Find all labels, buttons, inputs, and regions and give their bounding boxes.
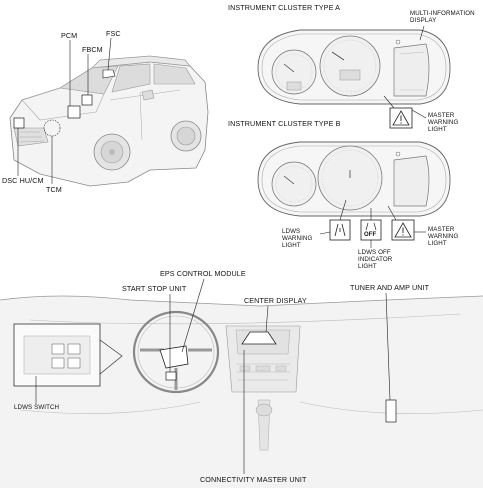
ldws-warning-line-3: LIGHT <box>282 242 301 250</box>
multi-info-line-2: DISPLAY <box>410 17 437 25</box>
label-eps-control-module: EPS CONTROL MODULE <box>160 269 246 278</box>
master-warning-b-line-3: LIGHT <box>428 240 447 248</box>
master-warning-a-line-1: MASTER <box>428 112 455 119</box>
fsc-box <box>102 69 116 79</box>
cluster-a-illustration <box>257 25 451 129</box>
label-master-warning-a: MASTER WARNING LIGHT <box>428 112 458 134</box>
vehicle-illustration <box>9 37 209 187</box>
cluster-b-illustration <box>257 141 451 248</box>
label-center-display: CENTER DISPLAY <box>244 296 307 305</box>
fbcm-box <box>81 94 93 106</box>
master-warning-b-line-2: WARNING <box>428 233 459 241</box>
label-connectivity-master-unit: CONNECTIVITY MASTER UNIT <box>200 475 307 484</box>
label-tcm: TCM <box>46 185 62 194</box>
dashboard-illustration <box>0 278 483 488</box>
pcm-box <box>67 105 81 119</box>
ldws-warning-line-2: WARNING <box>282 235 313 243</box>
tcm-circle <box>43 119 61 137</box>
label-multi-info-display: MULTI-INFORMATION DISPLAY <box>410 10 475 24</box>
dsc-box <box>13 117 25 129</box>
cluster-a-title: INSTRUMENT CLUSTER TYPE A <box>228 3 341 12</box>
label-start-stop-unit: START STOP UNIT <box>122 284 187 293</box>
master-warning-a-line-2: WARNING <box>428 119 459 127</box>
multi-info-line-1: MULTI-INFORMATION <box>410 10 475 17</box>
master-warning-b-line-1: MASTER <box>428 226 455 233</box>
label-fbcm: FBCM <box>82 45 103 54</box>
label-master-warning-b: MASTER WARNING LIGHT <box>428 226 458 248</box>
label-ldws-off-indicator: LDWS OFF INDICATOR LIGHT <box>358 249 392 271</box>
label-fsc: FSC <box>106 29 121 38</box>
label-ldws-warning: LDWS WARNING LIGHT <box>282 228 312 250</box>
master-warning-a-line-3: LIGHT <box>428 126 447 134</box>
cluster-b-title: INSTRUMENT CLUSTER TYPE B <box>228 119 341 128</box>
label-tuner-and-amp-unit: TUNER AND AMP UNIT <box>350 283 430 292</box>
ldws-off-line-1: LDWS OFF <box>358 249 391 256</box>
ldws-off-line-2: INDICATOR <box>358 256 393 264</box>
label-pcm: PCM <box>61 31 78 40</box>
ldws-off-line-3: LIGHT <box>358 263 377 271</box>
ldws-warning-line-1: LDWS <box>282 228 301 235</box>
label-dsc-hu-cm: DSC HU/CM <box>2 176 44 185</box>
ldws-off-icon-text: OFF <box>364 232 377 238</box>
label-ldws-switch: LDWS SWITCH <box>14 404 60 411</box>
